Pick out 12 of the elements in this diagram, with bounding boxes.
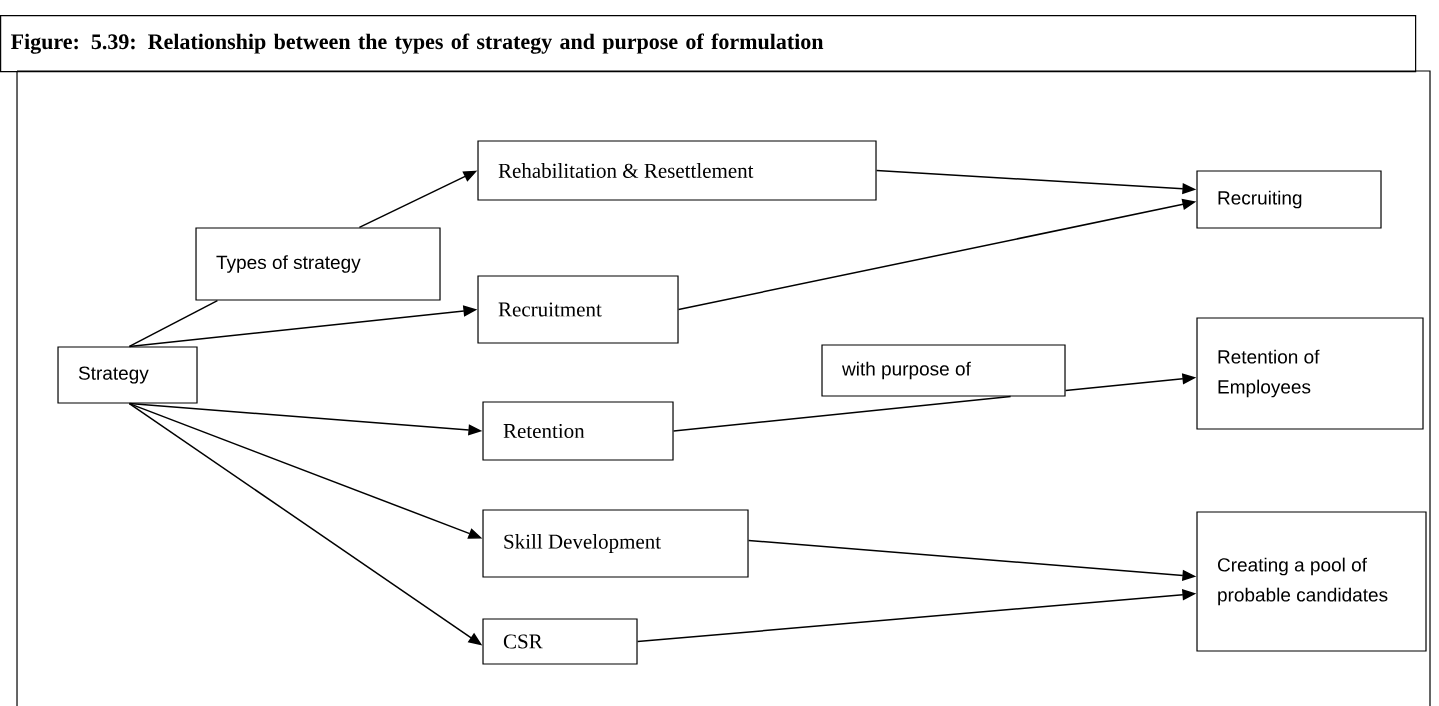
box: Recruiting [1196, 170, 1382, 229]
box: Retention [482, 401, 674, 461]
box: Skill Development [482, 509, 749, 578]
title-box: Figure: 5.39: Relationship between the types of strategy and purpose of formulation [0, 15, 1417, 73]
box: Rehabilitation & Resettlement [477, 140, 877, 201]
box: with purpose of [821, 344, 1066, 397]
box: Strategy [57, 346, 198, 404]
box: CSR [482, 618, 638, 665]
box: Retention of Employees [1196, 317, 1424, 430]
box: Types of strategy [195, 227, 441, 301]
box: Creating a pool of probable candidates [1196, 511, 1427, 652]
box: Recruitment [477, 275, 679, 344]
